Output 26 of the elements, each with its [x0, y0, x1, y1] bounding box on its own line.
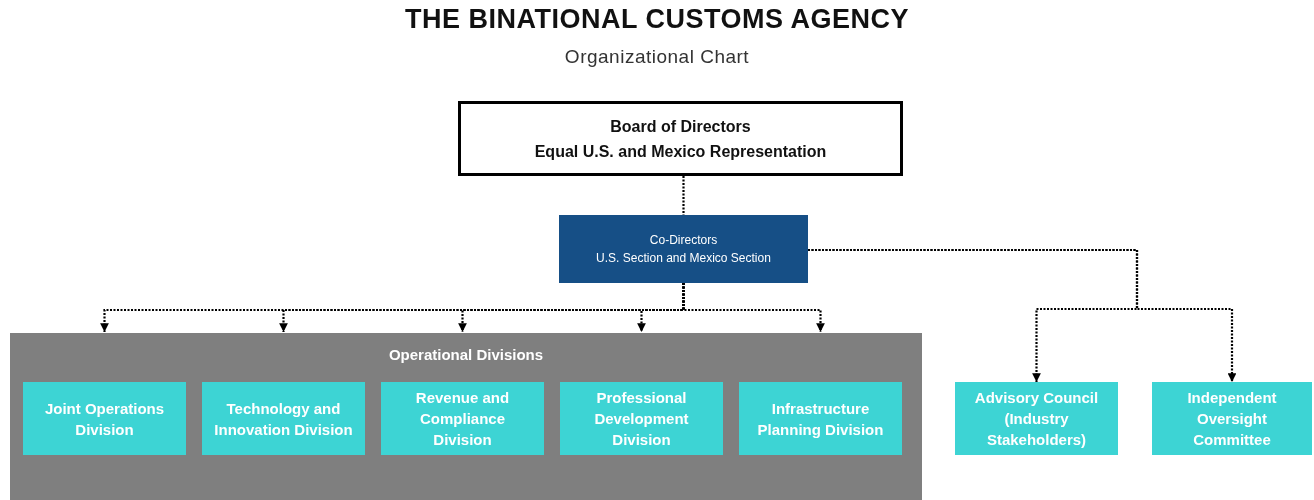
node-label: U.S. Section and Mexico Section — [596, 250, 771, 267]
director-box — [559, 215, 808, 283]
node-label: Professional Development Division — [593, 388, 690, 450]
division-box — [202, 382, 365, 455]
node-label: Advisory Council (Industry Stakeholders) — [973, 388, 1100, 450]
chart-subtitle: Organizational Chart — [563, 46, 751, 68]
node-label: Equal U.S. and Mexico Representation — [534, 141, 827, 162]
connector-arrow — [682, 283, 825, 332]
connector-arrow — [808, 248, 1237, 382]
node-label: Independent Oversight Committee — [1186, 388, 1278, 450]
division-box — [23, 382, 186, 455]
division-box — [739, 382, 902, 455]
board-box — [458, 101, 903, 176]
division-box — [1152, 382, 1312, 455]
division-box — [560, 382, 723, 455]
node-label: Joint Operations Division — [43, 398, 166, 440]
division-panel — [10, 333, 922, 500]
node-label: Revenue and Compliance Division — [414, 388, 511, 450]
division-box — [381, 382, 544, 455]
division-box — [955, 382, 1118, 455]
node-label: Operational Divisions — [388, 346, 544, 363]
chart-title: THE BINATIONAL CUSTOMS AGENCY — [404, 4, 910, 35]
node-label: Board of Directors — [610, 116, 751, 137]
node-label: Co-Directors — [649, 232, 718, 249]
node-label: Infrastructure Planning Division — [756, 398, 885, 440]
node-label: Technology and Innovation Division — [214, 398, 353, 440]
